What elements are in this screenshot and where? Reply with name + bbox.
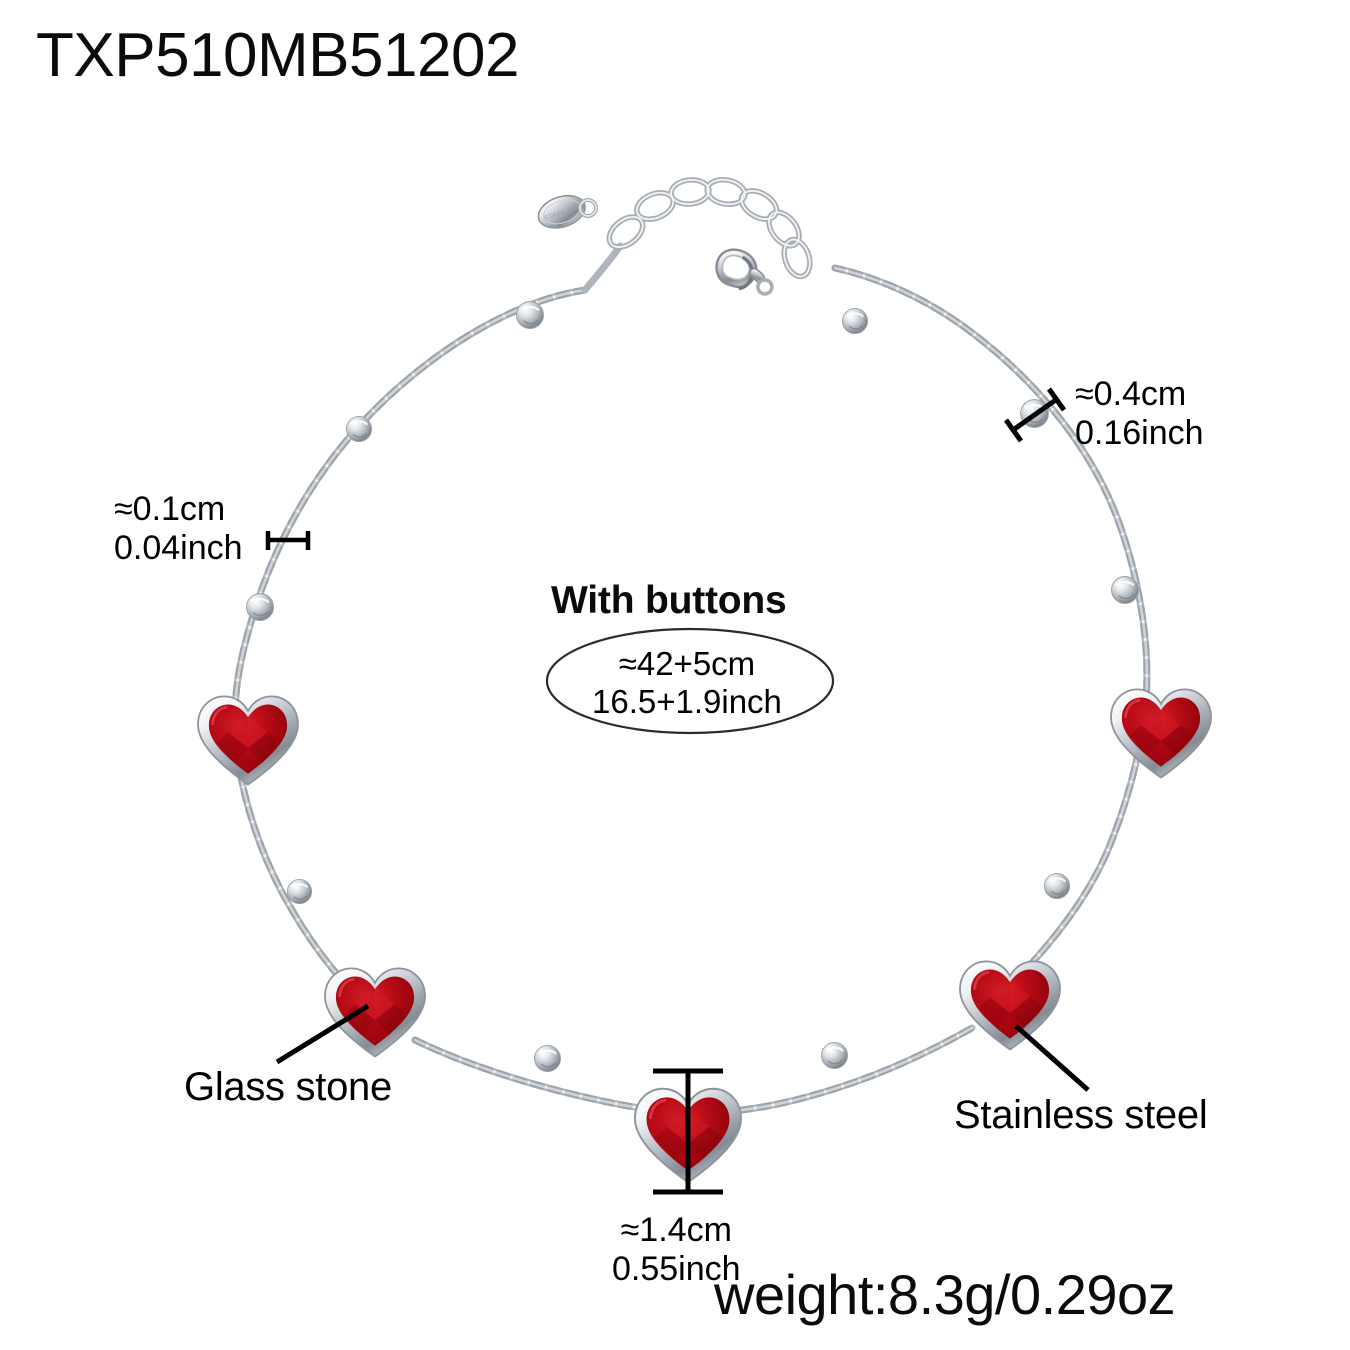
- with-buttons-label: With buttons: [551, 579, 787, 622]
- callout-stainless-steel: Stainless steel: [954, 1093, 1208, 1137]
- heart-dimension-cm: ≈1.4cm: [620, 1211, 732, 1249]
- heart-charm-right-upper: [1109, 687, 1213, 779]
- leader-line-stainless-steel: [1014, 1024, 1090, 1092]
- page-title: TXP510MB51202: [36, 21, 519, 90]
- lobster-clasp-icon: [715, 248, 774, 296]
- bead-dimension-cm: ≈0.4cm: [1075, 375, 1187, 413]
- weight-label: weight:8.3g/0.29oz: [714, 1263, 1176, 1326]
- bead-icon: [533, 1044, 562, 1073]
- necklace-length-cm: ≈42+5cm: [618, 645, 756, 682]
- chain-dimension-label: ≈0.1cm 0.04inch: [114, 490, 243, 569]
- necklace-length-inch: 16.5+1.9inch: [592, 683, 782, 721]
- bead-icon: [245, 592, 275, 622]
- heart-dimension-inch: 0.55inch: [612, 1250, 741, 1289]
- length-callout-oval: [545, 627, 835, 735]
- oval-tag-icon: STAINLESS: [537, 194, 586, 229]
- bead-icon: [820, 1041, 849, 1070]
- heart-charm-left-upper: [196, 694, 300, 786]
- leader-line-glass-stone: [275, 1003, 370, 1065]
- dimension-line-heart: [653, 1068, 723, 1195]
- bead-icon: [286, 878, 313, 905]
- bead-dimension-label: ≈0.4cm 0.16inch: [1075, 375, 1204, 454]
- bead-icon: [841, 307, 869, 335]
- chain-dimension-inch: 0.04inch: [114, 529, 243, 568]
- heart-charm-left-lower: [323, 966, 427, 1058]
- bead-icon: [345, 415, 373, 443]
- chain-dimension-cm: ≈0.1cm: [114, 490, 226, 528]
- heart-charm-right-lower: [958, 959, 1062, 1051]
- bead-icon: [515, 300, 545, 330]
- necklace-length-callout: ≈42+5cm 16.5+1.9inch: [592, 645, 782, 722]
- bead-icon: [1110, 575, 1140, 605]
- dimension-line-bead: [1003, 387, 1067, 443]
- callout-glass-stone: Glass stone: [184, 1065, 392, 1109]
- bead-icon: [1043, 872, 1071, 900]
- bead-dimension-inch: 0.16inch: [1075, 414, 1204, 453]
- dimension-line-chain: [265, 531, 311, 550]
- heart-dimension-label: ≈1.4cm 0.55inch: [612, 1211, 741, 1290]
- extender-chain: [606, 176, 813, 280]
